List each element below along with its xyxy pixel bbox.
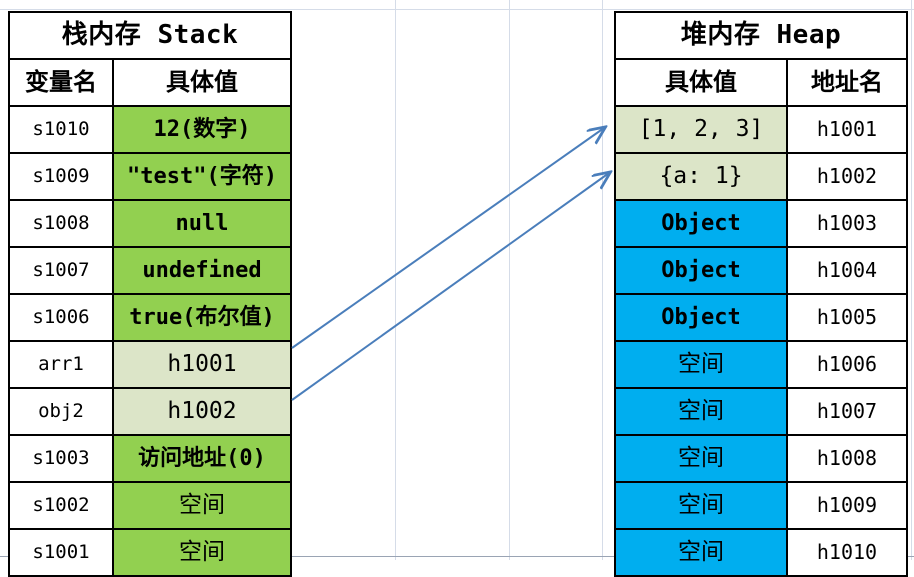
table-row: 空间 h1008 <box>614 434 908 483</box>
stack-header-row: 变量名 具体值 <box>8 58 293 107</box>
table-row: Object h1004 <box>614 246 908 295</box>
stack-header-variable-name: 变量名 <box>8 58 114 107</box>
heap-address: h1003 <box>786 199 908 248</box>
stack-var-value: 空间 <box>111 528 293 577</box>
table-row: s1006 true(布尔值) <box>8 293 293 342</box>
stack-var-name: s1003 <box>8 434 114 483</box>
table-row: [1, 2, 3] h1001 <box>614 105 908 154</box>
heap-address: h1004 <box>786 246 908 295</box>
stack-var-name: arr1 <box>8 340 114 389</box>
heap-address: h1007 <box>786 387 908 436</box>
stack-var-value: undefined <box>111 246 293 295</box>
table-row: {a: 1} h1002 <box>614 152 908 201</box>
heap-address: h1010 <box>786 528 908 577</box>
heap-value: 空间 <box>614 387 788 436</box>
table-row: s1001 空间 <box>8 528 293 577</box>
heap-address: h1002 <box>786 152 908 201</box>
table-row: 空间 h1006 <box>614 340 908 389</box>
stack-var-name: s1002 <box>8 481 114 530</box>
stack-var-name: s1010 <box>8 105 114 154</box>
heap-value: {a: 1} <box>614 152 788 201</box>
stack-var-name: obj2 <box>8 387 114 436</box>
stack-var-name: s1009 <box>8 152 114 201</box>
heap-address: h1009 <box>786 481 908 530</box>
stack-var-value: null <box>111 199 293 248</box>
stack-var-value: "test"(字符) <box>111 152 293 201</box>
stack-var-value: 访问地址(0) <box>111 434 293 483</box>
table-row: 空间 h1010 <box>614 528 908 577</box>
arrow-obj2-to-h1002 <box>291 173 609 401</box>
heap-value: Object <box>614 246 788 295</box>
arrow-arr1-to-h1001 <box>291 128 604 349</box>
heap-value: Object <box>614 199 788 248</box>
stack-var-name: s1001 <box>8 528 114 577</box>
heap-address: h1008 <box>786 434 908 483</box>
stack-var-name: s1006 <box>8 293 114 342</box>
heap-memory-table: 堆内存 Heap 具体值 地址名 [1, 2, 3] h1001 {a: 1} … <box>614 11 908 577</box>
heap-value: 空间 <box>614 434 788 483</box>
heap-value: 空间 <box>614 528 788 577</box>
stack-title: 栈内存 Stack <box>7 11 293 60</box>
heap-address: h1001 <box>786 105 908 154</box>
stack-var-value: 12(数字) <box>111 105 293 154</box>
table-row: Object h1003 <box>614 199 908 248</box>
heap-header-row: 具体值 地址名 <box>614 58 908 107</box>
table-row: s1009 "test"(字符) <box>8 152 293 201</box>
heap-title: 堆内存 Heap <box>614 11 908 60</box>
heap-value: [1, 2, 3] <box>614 105 788 154</box>
heap-address: h1006 <box>786 340 908 389</box>
heap-value: 空间 <box>614 340 788 389</box>
heap-header-value: 具体值 <box>614 58 788 107</box>
stack-memory-table: 栈内存 Stack 变量名 具体值 s1010 12(数字) s1009 "te… <box>7 11 293 577</box>
heap-title-row: 堆内存 Heap <box>614 11 908 60</box>
table-row: s1008 null <box>8 199 293 248</box>
table-row: 空间 h1009 <box>614 481 908 530</box>
stack-var-name: s1008 <box>8 199 114 248</box>
table-row: s1010 12(数字) <box>8 105 293 154</box>
heap-value: Object <box>614 293 788 342</box>
table-row: obj2 h1002 <box>8 387 293 436</box>
table-row: s1002 空间 <box>8 481 293 530</box>
table-row: Object h1005 <box>614 293 908 342</box>
table-row: 空间 h1007 <box>614 387 908 436</box>
stack-var-value: h1001 <box>111 340 293 389</box>
heap-value: 空间 <box>614 481 788 530</box>
stack-var-value: 空间 <box>111 481 293 530</box>
heap-header-address: 地址名 <box>786 58 908 107</box>
table-row: arr1 h1001 <box>8 340 293 389</box>
table-row: s1003 访问地址(0) <box>8 434 293 483</box>
heap-address: h1005 <box>786 293 908 342</box>
stack-title-row: 栈内存 Stack <box>7 11 293 60</box>
stack-var-value: true(布尔值) <box>111 293 293 342</box>
stack-var-value: h1002 <box>111 387 293 436</box>
stack-header-value: 具体值 <box>111 58 293 107</box>
stack-var-name: s1007 <box>8 246 114 295</box>
table-row: s1007 undefined <box>8 246 293 295</box>
